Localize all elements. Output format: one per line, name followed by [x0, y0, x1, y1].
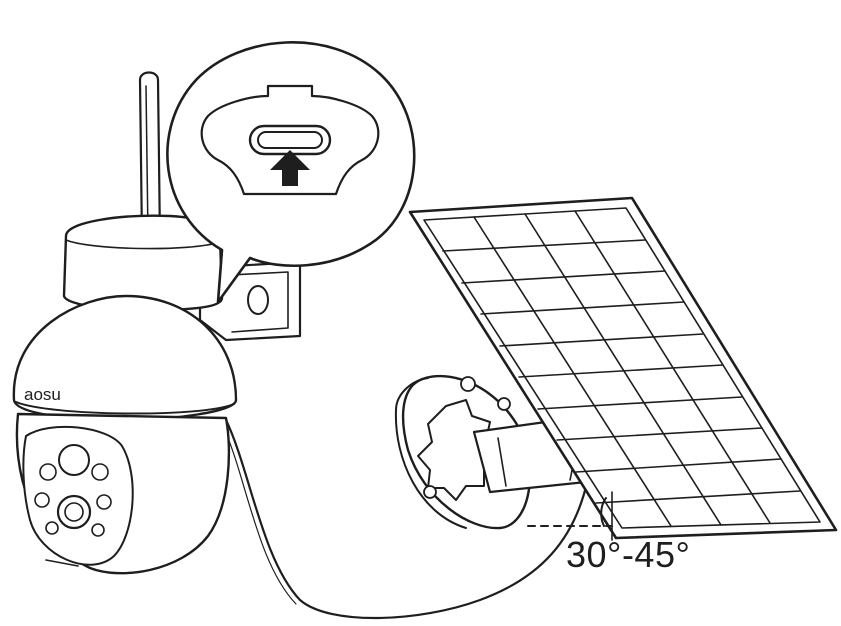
ir-sensor: [58, 444, 90, 476]
camera-antenna: [138, 71, 162, 242]
tilt-angle-label: 30°-45°: [566, 534, 691, 575]
solar-panel: [408, 196, 838, 540]
camera-lens-head: [15, 412, 231, 575]
brand-logo-text: aosu: [24, 385, 61, 404]
arrow-up-icon: [270, 150, 310, 186]
usb-port-callout: [166, 41, 416, 304]
usb-c-port-icon: [248, 124, 332, 156]
solar-cells: [442, 210, 801, 527]
solar-wall-mount: [394, 374, 594, 530]
power-cable-inner: [221, 423, 297, 605]
camera-dome: aosu: [12, 294, 238, 422]
camera-lens: [56, 494, 92, 530]
power-cable: [224, 418, 590, 620]
tilt-angle-indicator: [527, 491, 613, 541]
